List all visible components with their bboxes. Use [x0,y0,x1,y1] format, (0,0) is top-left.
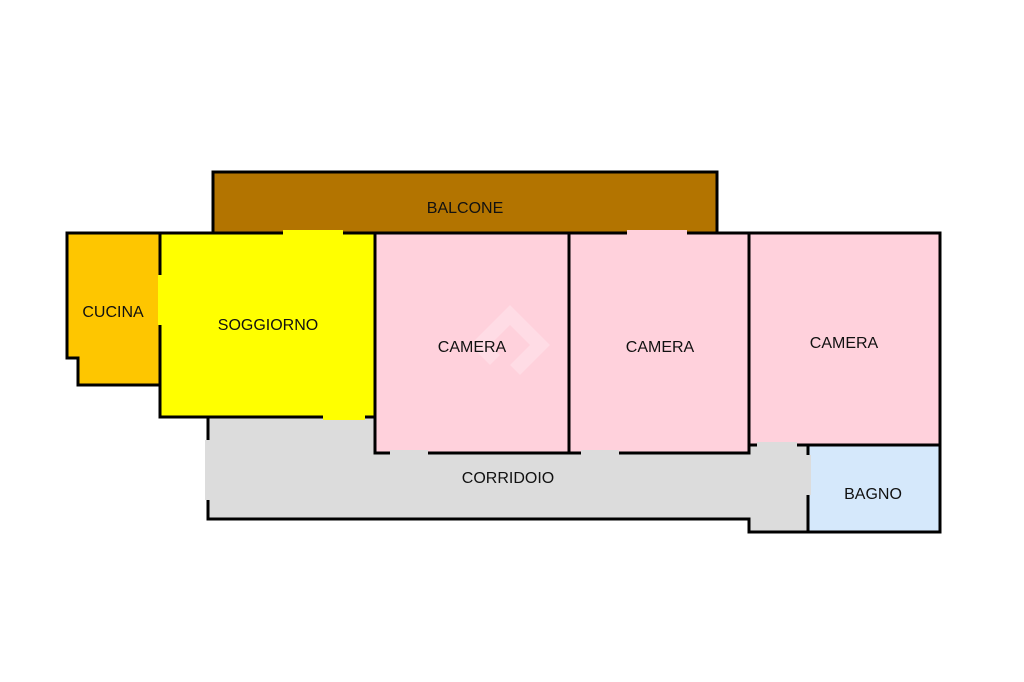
label-bagno: BAGNO [844,486,902,503]
label-camera-1: CAMERA [438,339,507,356]
label-balcone: BALCONE [427,200,503,217]
door-opening [627,230,687,236]
watermark-logo-icon [470,305,550,375]
label-camera-2: CAMERA [626,339,695,356]
door-opening [283,230,343,236]
door-opening [323,414,365,420]
door-opening [158,275,163,325]
door-opening [390,450,428,456]
door-opening [205,440,211,500]
label-soggiorno: SOGGIORNO [218,317,318,334]
label-cucina: CUCINA [82,304,144,321]
door-opening [757,442,797,448]
label-camera-3: CAMERA [810,335,879,352]
label-corridoio: CORRIDOIO [462,470,554,487]
door-opening [581,450,619,456]
door-opening [805,455,811,495]
room-camera-2 [567,231,751,455]
room-bagno [806,443,942,534]
